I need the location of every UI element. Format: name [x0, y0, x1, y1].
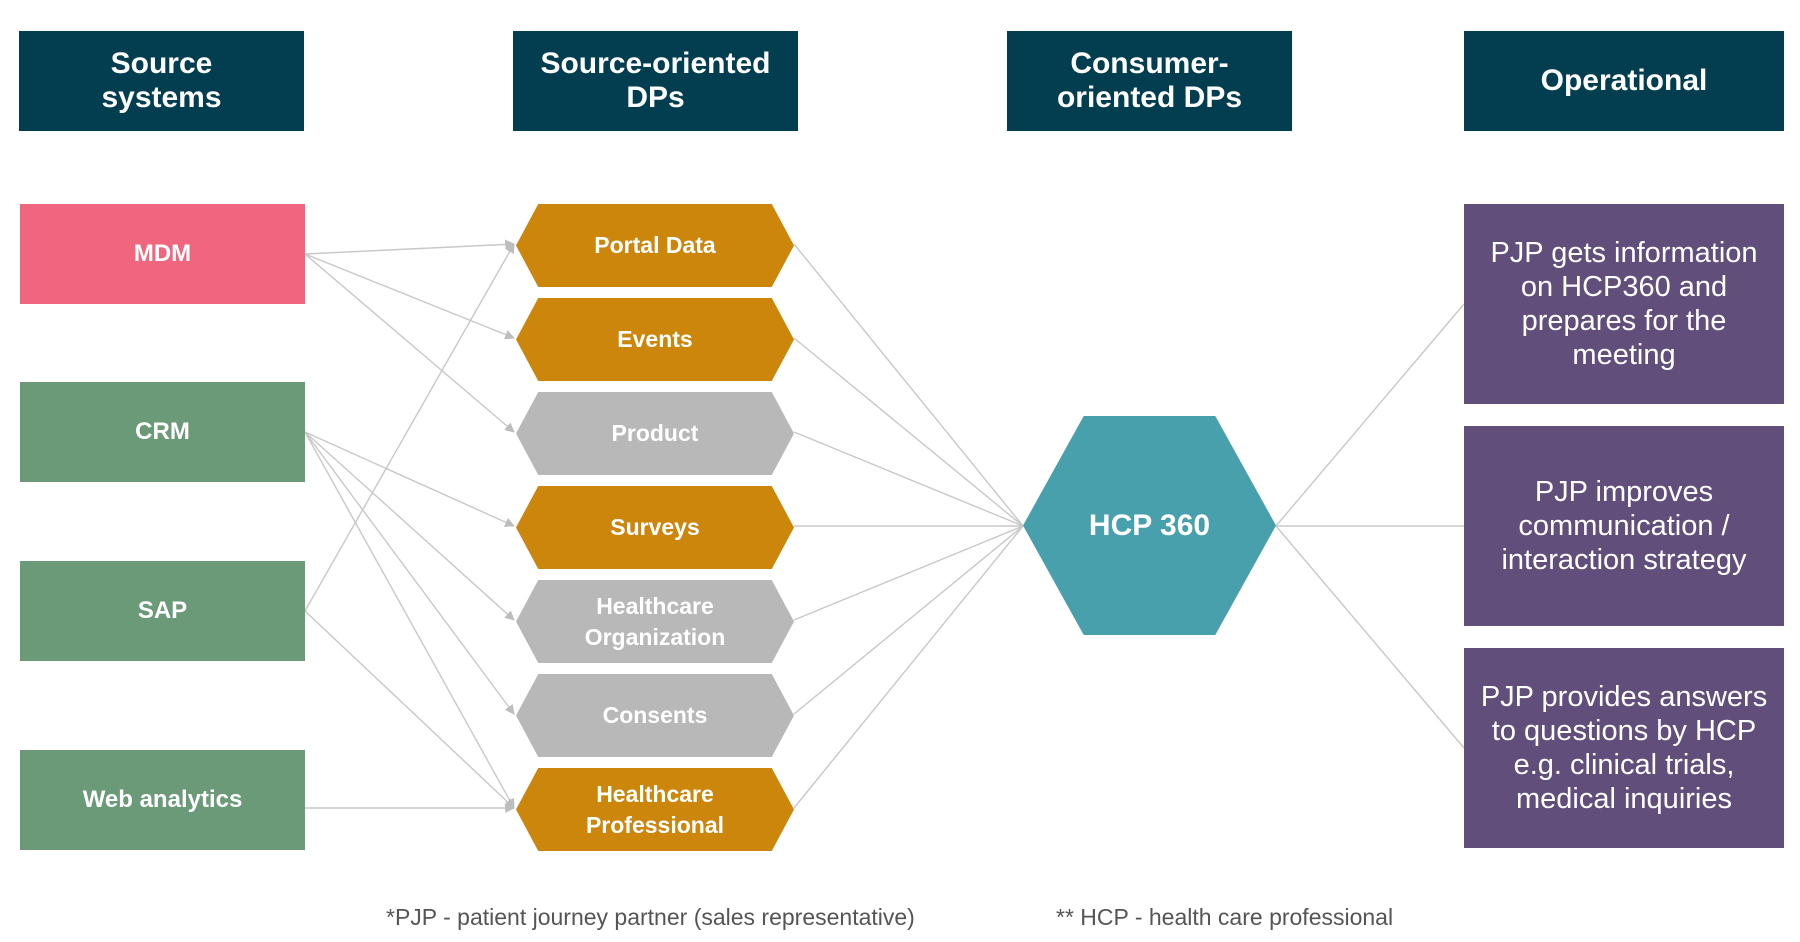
- source-system-label: MDM: [133, 240, 192, 267]
- source-system-label: SAP: [137, 597, 188, 624]
- header-consumer-dps: Consumer-oriented DPs: [1007, 31, 1292, 131]
- edge-mdm-events: [304, 253, 515, 340]
- operational-item-answers: PJP provides answers to questions by HCP…: [1464, 648, 1784, 848]
- operational-item-text: PJP improves communication / interaction…: [1501, 476, 1747, 576]
- operational-item-prepare-meeting: PJP gets information on HCP360 and prepa…: [1464, 204, 1784, 404]
- header-operational: Operational: [1464, 31, 1784, 131]
- dp-label: Healthcare Organization: [584, 592, 726, 650]
- dp-healthcare-organization: Healthcare Organization: [516, 580, 794, 663]
- dp-label: Portal Data: [594, 232, 716, 258]
- edge-mdm-portal: [304, 239, 515, 255]
- operational-item-text: PJP gets information on HCP360 and prepa…: [1490, 237, 1758, 371]
- header-consumer-dps-label: Consumer-oriented DPs: [1056, 47, 1243, 114]
- consumer-dp-label: HCP 360: [1088, 508, 1211, 542]
- source-system-label: Web analytics: [82, 786, 243, 813]
- dp-surveys: Surveys: [516, 486, 794, 569]
- header-source-dps-label: Source-oriented DPs: [540, 47, 771, 114]
- edge-crm-consents: [304, 431, 515, 715]
- source-system-label: CRM: [135, 418, 190, 445]
- header-source-systems-label: Source systems: [101, 47, 222, 114]
- dp-label: Product: [611, 420, 699, 446]
- header-operational-label: Operational: [1540, 64, 1708, 97]
- dp-product: Product: [516, 392, 794, 475]
- edge-crm-hcp: [304, 431, 515, 809]
- header-source-dps: Source-oriented DPs: [513, 31, 798, 131]
- dp-portal-data: Portal Data: [516, 204, 794, 287]
- edge-crm-surveys: [304, 431, 515, 527]
- consumer-dp-hcp-360: HCP 360: [1023, 416, 1276, 635]
- header-source-systems: Source systems: [19, 31, 304, 131]
- source-system-mdm: MDM: [20, 204, 305, 304]
- source-system-web-analytics: Web analytics: [20, 750, 305, 850]
- operational-item-text: PJP provides answers to questions by HCP…: [1480, 681, 1768, 815]
- dp-label: Consents: [602, 702, 708, 728]
- dp-label: Events: [617, 326, 693, 352]
- edge-sap-portal: [304, 243, 515, 612]
- footnote-pjp: *PJP - patient journey partner (sales re…: [386, 904, 915, 930]
- edge-mdm-product: [304, 253, 515, 433]
- dp-label: Surveys: [610, 514, 700, 540]
- dp-consents: Consents: [516, 674, 794, 757]
- footnote-hcp: ** HCP - health care professional: [1056, 904, 1394, 930]
- operational-item-communication-strategy: PJP improves communication / interaction…: [1464, 426, 1784, 626]
- edge-crm-hco: [304, 431, 515, 621]
- source-system-sap: SAP: [20, 561, 305, 661]
- dp-healthcare-professional: Healthcare Professional: [516, 768, 794, 851]
- dp-label: Healthcare Professional: [585, 780, 725, 838]
- dp-events: Events: [516, 298, 794, 381]
- source-system-crm: CRM: [20, 382, 305, 482]
- edge-sap-hcp: [304, 610, 515, 809]
